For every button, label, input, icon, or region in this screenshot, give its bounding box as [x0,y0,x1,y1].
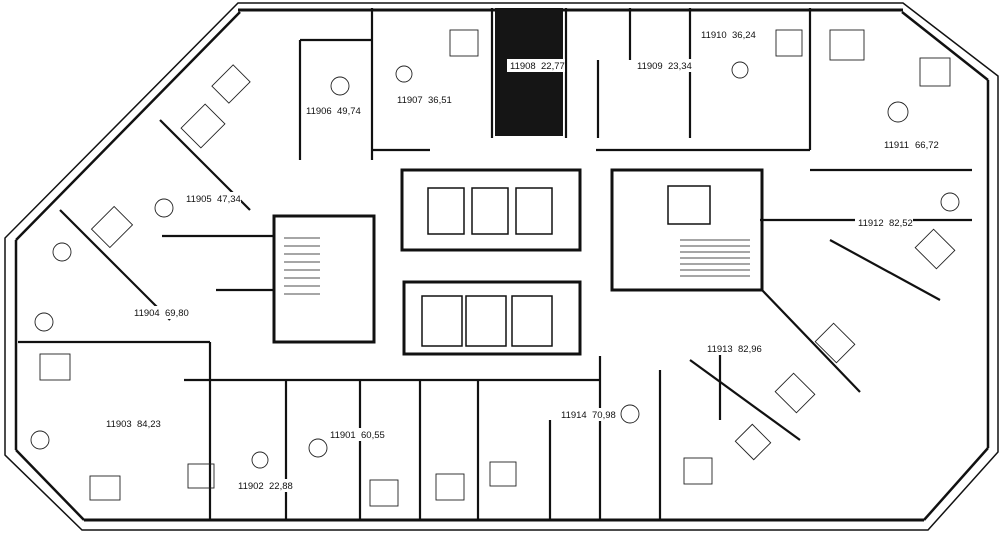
unit-11913[interactable]: 11913 82,96 [704,342,762,355]
unit-number: 11908 [510,61,536,72]
unit-number: 11901 [330,430,356,441]
unit-11910[interactable]: 11910 36,24 [698,28,756,41]
unit-label-bg [698,28,756,41]
unit-11912[interactable]: 11912 82,52 [855,216,913,229]
unit-label-bg [235,479,293,492]
unit-labels: 11901 60,55 11902 22,88 11903 84,23 11904 69,80… [103,28,939,492]
unit-label-bg [507,59,565,72]
exterior-walls [14,8,990,522]
unit-number: 11905 [186,194,212,205]
unit-area: 66,72 [915,140,939,151]
unit-number: 11902 [238,481,264,492]
unit-11914[interactable]: 11914 70,98 [558,408,616,421]
unit-label-bg [394,93,452,106]
unit-area: 70,98 [592,410,616,421]
unit-label-bg [704,342,762,355]
unit-area: 49,74 [337,106,361,117]
unit-label-bg [131,306,189,319]
unit-11904[interactable]: 11904 69,80 [131,306,189,319]
unit-label-bg [303,104,361,117]
unit-11902[interactable]: 11902 22,88 [235,479,293,492]
unit-11903[interactable]: 11903 84,23 [103,417,161,430]
unit-11911[interactable]: 11911 66,72 [881,138,939,151]
unit-number: 11913 [707,344,733,355]
unit-area: 36,51 [428,95,452,106]
unit-label-bg [881,138,939,151]
unit-area: 22,77 [541,61,565,72]
unit-label-bg [634,59,692,72]
unit-label-bg [558,408,616,421]
unit-11905[interactable]: 11905 47,34 [183,192,241,205]
unit-area: 82,52 [889,218,913,229]
unit-number: 11907 [397,95,423,106]
unit-number: 11904 [134,308,160,319]
unit-11908[interactable]: 11908 22,77 [507,59,565,72]
unit-label-bg [855,216,913,229]
unit-number: 11906 [306,106,332,117]
unit-number: 11914 [561,410,587,421]
unit-area: 22,88 [269,481,293,492]
interior-walls [18,8,972,520]
unit-label-bg [327,428,385,441]
unit-label-bg [103,417,161,430]
unit-area: 69,80 [165,308,189,319]
unit-11906[interactable]: 11906 49,74 [303,104,361,117]
unit-area: 82,96 [738,344,762,355]
building-outline [4,2,999,531]
unit-area: 36,24 [732,30,756,41]
unit-11901[interactable]: 11901 60,55 [327,428,385,441]
unit-number: 11909 [637,61,663,72]
furniture [30,29,960,507]
unit-area: 60,55 [361,430,385,441]
unit-11909[interactable]: 11909 23,34 [634,59,692,72]
unit-area: 84,23 [137,419,161,430]
unit-label-bg [183,192,241,205]
unit-number: 11903 [106,419,132,430]
unit-number: 11910 [701,30,727,41]
unit-number: 11912 [858,218,884,229]
unit-area: 47,34 [217,194,241,205]
unit-number: 11911 [884,140,909,151]
unit-11907[interactable]: 11907 36,51 [394,93,452,106]
unit-area: 23,34 [668,61,692,72]
